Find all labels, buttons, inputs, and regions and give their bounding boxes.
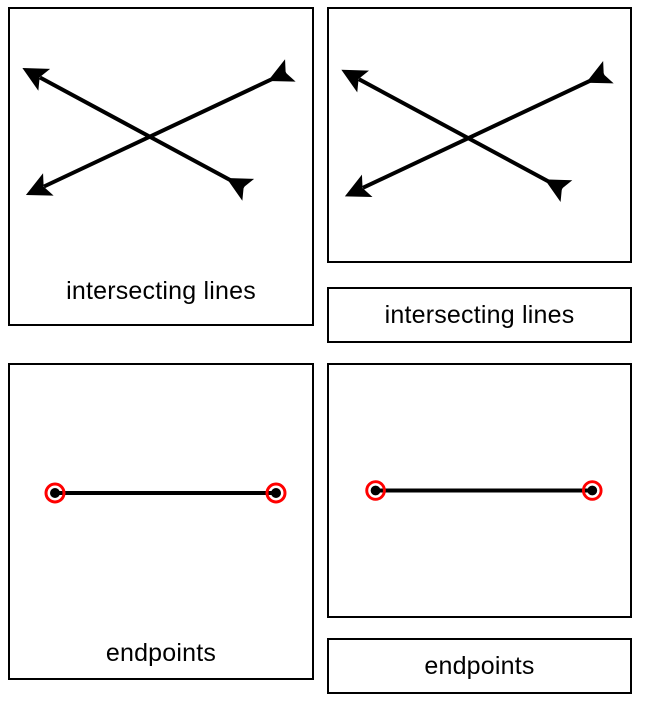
endpoints-full-card: endpoints <box>8 363 314 680</box>
intersecting-lines-svg <box>341 60 614 202</box>
line-a <box>341 69 573 202</box>
intersecting-lines-picture-card <box>327 7 632 263</box>
intersecting-lines-label-card: intersecting lines <box>327 287 632 343</box>
endpoints-diagram <box>329 365 630 616</box>
endpoint-marker-right <box>265 482 287 504</box>
line-b <box>344 60 614 197</box>
endpoint-ring-icon <box>581 480 603 501</box>
endpoint-dot-icon <box>271 488 281 498</box>
intersecting-lines-svg <box>22 59 296 201</box>
endpoints-label-card: endpoints <box>327 638 632 694</box>
endpoint-ring-icon <box>365 480 386 501</box>
endpoint-ring-icon <box>44 482 66 504</box>
endpoint-dot-icon <box>50 488 60 498</box>
endpoint-marker-right <box>581 480 603 501</box>
endpoints-caption-text: endpoints <box>105 639 217 667</box>
line-a <box>22 68 255 201</box>
endpoint-marker-left <box>44 482 66 504</box>
card-caption: intersecting lines <box>10 258 312 324</box>
intersecting-lines-full-card: intersecting lines <box>8 7 314 326</box>
endpoints-svg <box>44 482 287 504</box>
endpoint-dot-icon <box>370 485 381 496</box>
line-b <box>25 59 296 196</box>
intersecting-lines-diagram <box>329 9 630 261</box>
endpoints-diagram <box>10 365 312 621</box>
endpoint-dot-icon <box>587 485 598 496</box>
intersecting-lines-caption-text: intersecting lines <box>66 277 256 305</box>
endpoints-svg <box>365 480 603 501</box>
endpoints-picture-card <box>327 363 632 618</box>
endpoint-marker-left <box>365 480 386 501</box>
intersecting-lines-label-text: intersecting lines <box>384 300 575 329</box>
endpoints-label-text: endpoints <box>424 651 535 680</box>
endpoint-ring-icon <box>265 482 287 504</box>
intersecting-lines-diagram <box>10 9 312 258</box>
card-caption: endpoints <box>10 621 312 685</box>
